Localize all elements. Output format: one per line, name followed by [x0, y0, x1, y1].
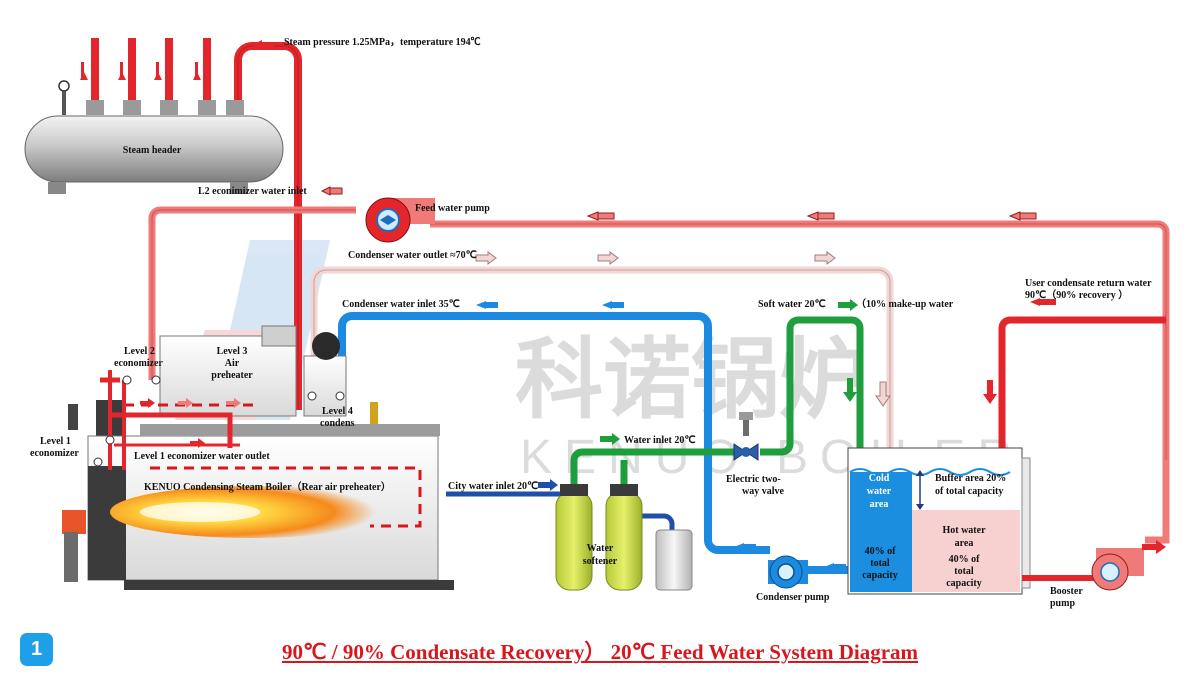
cold-capacity-2: total	[870, 558, 890, 569]
condenser-pump-impeller-icon	[777, 563, 795, 581]
booster-pump	[1091, 548, 1144, 591]
condenser-pump-label: Condenser pump	[756, 592, 830, 603]
level3-label-2: Air	[225, 358, 240, 369]
level2-label-1: Level 2	[124, 346, 155, 357]
city-water-label: City water inlet 20℃	[448, 481, 538, 492]
level4-label-2: condens	[320, 418, 355, 429]
steam-risers	[58, 38, 244, 115]
softener-label-1: Water	[587, 543, 614, 554]
hot-capacity-1: 40% of	[949, 554, 981, 565]
figure-number-badge: 1	[20, 633, 53, 666]
l1-outlet-label: Level 1 economizer water outlet	[134, 451, 270, 462]
water-tank: Cold water area 40% of total capacity Bu…	[847, 447, 1031, 595]
feed-water-pump	[365, 197, 435, 243]
softener-label-2: softener	[583, 556, 618, 567]
hot-capacity-2: total	[954, 566, 974, 577]
hot-area-label-2: area	[955, 538, 974, 549]
cold-capacity-1: 40% of	[865, 546, 897, 557]
buffer-label-2: of total capacity	[935, 486, 1003, 497]
condenser-outlet-label: Condenser water outlet ≈70℃	[348, 250, 477, 261]
cold-area-label-1: Cold	[869, 473, 890, 484]
boiler-label: KENUO Condensing Steam Boiler（Rear air p…	[144, 480, 391, 493]
level3-label-3: preheater	[211, 370, 253, 381]
level1-label-1: Level 1	[40, 436, 71, 447]
valve-label-1: Electric two-	[726, 474, 781, 485]
diagram-title: 90℃ / 90% Condensate Recovery） 20℃ Feed …	[281, 640, 919, 664]
level2-label-2: economizer	[114, 358, 163, 369]
diagram-labels: Steam pressure 1.25MPa，temperature 194℃ …	[30, 36, 1152, 609]
booster-pump-impeller-icon	[1100, 562, 1120, 582]
cold-capacity-3: capacity	[862, 570, 898, 581]
return-water-label-1: User condensate return water	[1025, 278, 1152, 289]
buffer-label-1: Buffer area 20%	[935, 473, 1006, 484]
water-inlet-label: Water inlet 20℃	[624, 435, 696, 446]
condenser-inlet-pipe	[338, 312, 770, 554]
hot-area-label-1: Hot water	[942, 525, 986, 536]
valve-label-2: way valve	[742, 486, 785, 497]
condenser-inlet-label: Condenser water inlet 35℃	[342, 299, 460, 310]
cold-area-label-2: water	[867, 486, 892, 497]
booster-pump-label-1: Booster	[1050, 586, 1083, 597]
booster-pump-label-2: pump	[1050, 598, 1075, 609]
soft-water-pipe	[570, 316, 864, 485]
level1-label-2: economizer	[30, 448, 79, 459]
water-softener: Water softener	[555, 484, 693, 591]
steam-header-label: Steam header	[123, 145, 182, 156]
watermark-cn: 科诺锅炉	[515, 330, 867, 429]
pressure-gauge-icon	[58, 80, 70, 92]
hot-capacity-3: capacity	[946, 578, 982, 589]
boiler	[62, 325, 454, 590]
electric-valve	[733, 412, 759, 461]
level4-label-1: Level 4	[322, 406, 353, 417]
return-water-label-2: 90℃（90% recovery ）	[1025, 288, 1128, 301]
makeup-water-label: （10% make-up water	[856, 297, 954, 310]
steam-pressure-label: Steam pressure 1.25MPa，temperature 194℃	[284, 36, 481, 48]
return-water-pipe	[998, 316, 1166, 450]
cold-area-label-3: area	[870, 499, 889, 510]
feed-pump-label: Feed water pump	[415, 203, 490, 214]
steam-header: Steam header	[24, 115, 284, 194]
l2-inlet-label: L2 econimizer water inlet	[198, 186, 307, 197]
soft-water-label: Soft water 20℃	[758, 299, 826, 310]
flow-arrows	[140, 40, 1166, 571]
condenser-pump	[768, 555, 808, 589]
level3-label-1: Level 3	[217, 346, 248, 357]
